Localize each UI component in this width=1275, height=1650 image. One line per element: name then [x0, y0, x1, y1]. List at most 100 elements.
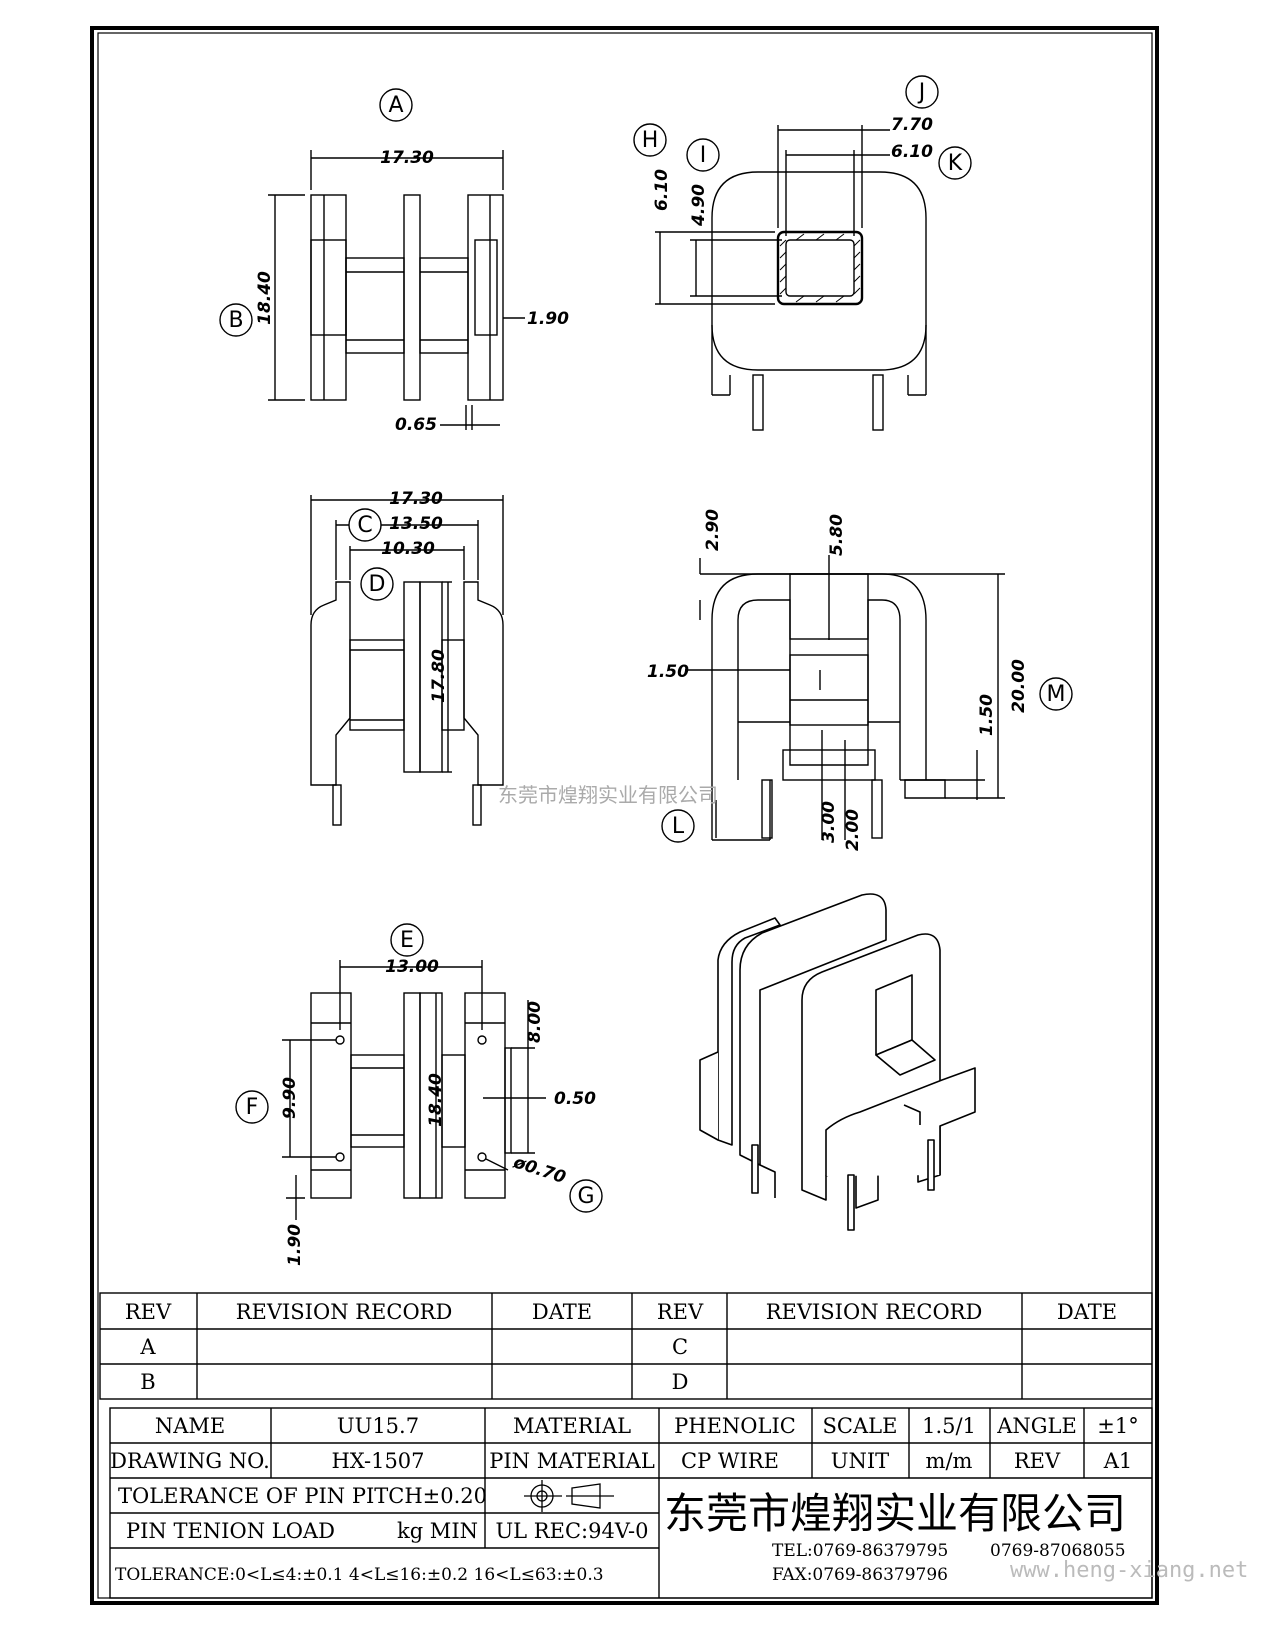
- fax: FAX:0769-86379796: [772, 1565, 948, 1585]
- rev-row-a: A: [139, 1335, 156, 1359]
- revision-record-header-2: REVISION RECORD: [766, 1300, 983, 1324]
- label-k: K: [948, 151, 963, 176]
- pin-material-value: CP WIRE: [681, 1449, 779, 1473]
- view-c: [310, 495, 504, 826]
- pin-material-label: PIN MATERIAL: [489, 1449, 655, 1473]
- dim-c-mid: 13.50: [389, 514, 443, 534]
- material-label: MATERIAL: [513, 1414, 631, 1438]
- scale-value: 1.5/1: [922, 1414, 976, 1438]
- watermark: 东莞市煌翔实业有限公司: [498, 783, 718, 807]
- inner-border: [97, 32, 1153, 1599]
- rev-row-c: C: [672, 1335, 688, 1359]
- label-circle-a: [379, 88, 413, 122]
- dim-k-inner: 6.10: [891, 142, 933, 162]
- label-l: L: [672, 814, 685, 839]
- company-name: 东莞市煌翔实业有限公司: [664, 1489, 1126, 1538]
- label-circle-i: [686, 138, 720, 172]
- label-h: H: [642, 128, 659, 153]
- pin-load-label: PIN TENION LOAD: [126, 1519, 335, 1543]
- projection-symbol-icon: [524, 1480, 614, 1512]
- dim-f-pitch: 9.90: [280, 1077, 300, 1119]
- pin-holes: [335, 1035, 487, 1162]
- label-circle-h: [633, 123, 667, 157]
- dim-d-height: 17.80: [429, 649, 449, 703]
- tolerance-pitch: TOLERANCE OF PIN PITCH±0.20: [118, 1484, 487, 1508]
- label-circle-e: [390, 923, 424, 957]
- dim-a-gap: 0.65: [395, 415, 437, 435]
- label-circle-c: [348, 508, 382, 542]
- dim-a-width: 17.30: [380, 148, 434, 168]
- rev-row-d: D: [672, 1370, 689, 1394]
- dim-c-width: 17.30: [389, 489, 443, 509]
- drawing-no-value: HX-1507: [331, 1449, 424, 1473]
- name-label: NAME: [155, 1414, 225, 1438]
- angle-value: ±1°: [1097, 1414, 1138, 1438]
- label-c: C: [357, 513, 372, 538]
- label-circle-g: [569, 1179, 603, 1213]
- material-value: PHENOLIC: [674, 1414, 796, 1438]
- label-j: J: [917, 80, 926, 105]
- dim-e-height: 18.40: [426, 1073, 446, 1127]
- label-m: M: [1047, 682, 1066, 707]
- dim-side-top: 2.90: [703, 509, 723, 551]
- dim-h-outer: 6.10: [652, 169, 672, 211]
- unit-value: m/m: [926, 1449, 973, 1473]
- dim-b-height: 18.40: [255, 271, 275, 325]
- dim-e-slot: 8.00: [525, 1001, 545, 1043]
- label-i: I: [700, 143, 707, 168]
- dim-side-right: 1.50: [977, 694, 997, 736]
- revision-record-header-1: REVISION RECORD: [236, 1300, 453, 1324]
- label-circle-j: [905, 75, 939, 109]
- dim-i-inner: 4.90: [689, 184, 709, 227]
- dim-f-bottom: 1.90: [285, 1224, 305, 1266]
- drawing-no-label: DRAWING NO.: [110, 1449, 270, 1473]
- dim-a-slot: 1.90: [527, 309, 569, 329]
- dim-j-outer: 7.70: [891, 115, 933, 135]
- pin-load-unit: kg MIN: [397, 1519, 478, 1543]
- dim-d-inner: 10.30: [381, 539, 435, 559]
- label-b: B: [228, 308, 243, 333]
- hatch: [779, 233, 861, 303]
- label-circle-m: [1039, 677, 1073, 711]
- tel2: 0769-87068055: [990, 1541, 1126, 1561]
- dim-side-slot: 5.80: [827, 514, 847, 556]
- rev-value: A1: [1103, 1449, 1133, 1473]
- dim-side-pin: 3.00: [819, 801, 839, 843]
- revision-table: [99, 1292, 1153, 1400]
- label-circle-f: [235, 1090, 269, 1124]
- dim-m-height: 20.00: [1009, 659, 1029, 713]
- label-circle-l: [661, 809, 695, 843]
- angle-label: ANGLE: [996, 1414, 1077, 1438]
- ul-rec: UL REC:94V-0: [495, 1519, 648, 1543]
- rev-header-1: REV: [125, 1300, 172, 1324]
- date-header-2: DATE: [1057, 1300, 1117, 1324]
- tolerance: TOLERANCE:0<L≤4:±0.1 4<L≤16:±0.2 16<L≤63…: [115, 1565, 604, 1585]
- label-f: F: [246, 1095, 259, 1120]
- label-d: D: [369, 572, 386, 597]
- label-g: G: [577, 1184, 594, 1209]
- label-circle-b: [219, 303, 253, 337]
- name-value: UU15.7: [337, 1414, 419, 1438]
- date-header-1: DATE: [532, 1300, 592, 1324]
- title-block: [109, 1407, 1153, 1599]
- view-side: [685, 555, 1005, 841]
- scale-label: SCALE: [823, 1414, 898, 1438]
- isometric-view: [699, 893, 976, 1231]
- label-circle-k: [938, 146, 972, 180]
- unit-label: UNIT: [831, 1449, 889, 1473]
- dim-side-pin2: 2.00: [843, 809, 863, 851]
- dim-g-hole: ø0.70: [510, 1152, 568, 1188]
- website-watermark: www.heng-xiang.net: [1010, 1558, 1248, 1583]
- label-a: A: [388, 93, 403, 118]
- rev-row-b: B: [140, 1370, 155, 1394]
- rev-header-2: REV: [657, 1300, 704, 1324]
- rev-label: REV: [1014, 1449, 1061, 1473]
- view-a: [268, 150, 525, 430]
- dim-e-thk: 0.50: [554, 1089, 596, 1109]
- label-circle-d: [360, 567, 394, 601]
- outer-border: [90, 26, 1159, 1605]
- label-e: E: [400, 928, 414, 953]
- dim-side-left: 1.50: [647, 662, 689, 682]
- dim-e-pitch: 13.00: [385, 957, 439, 977]
